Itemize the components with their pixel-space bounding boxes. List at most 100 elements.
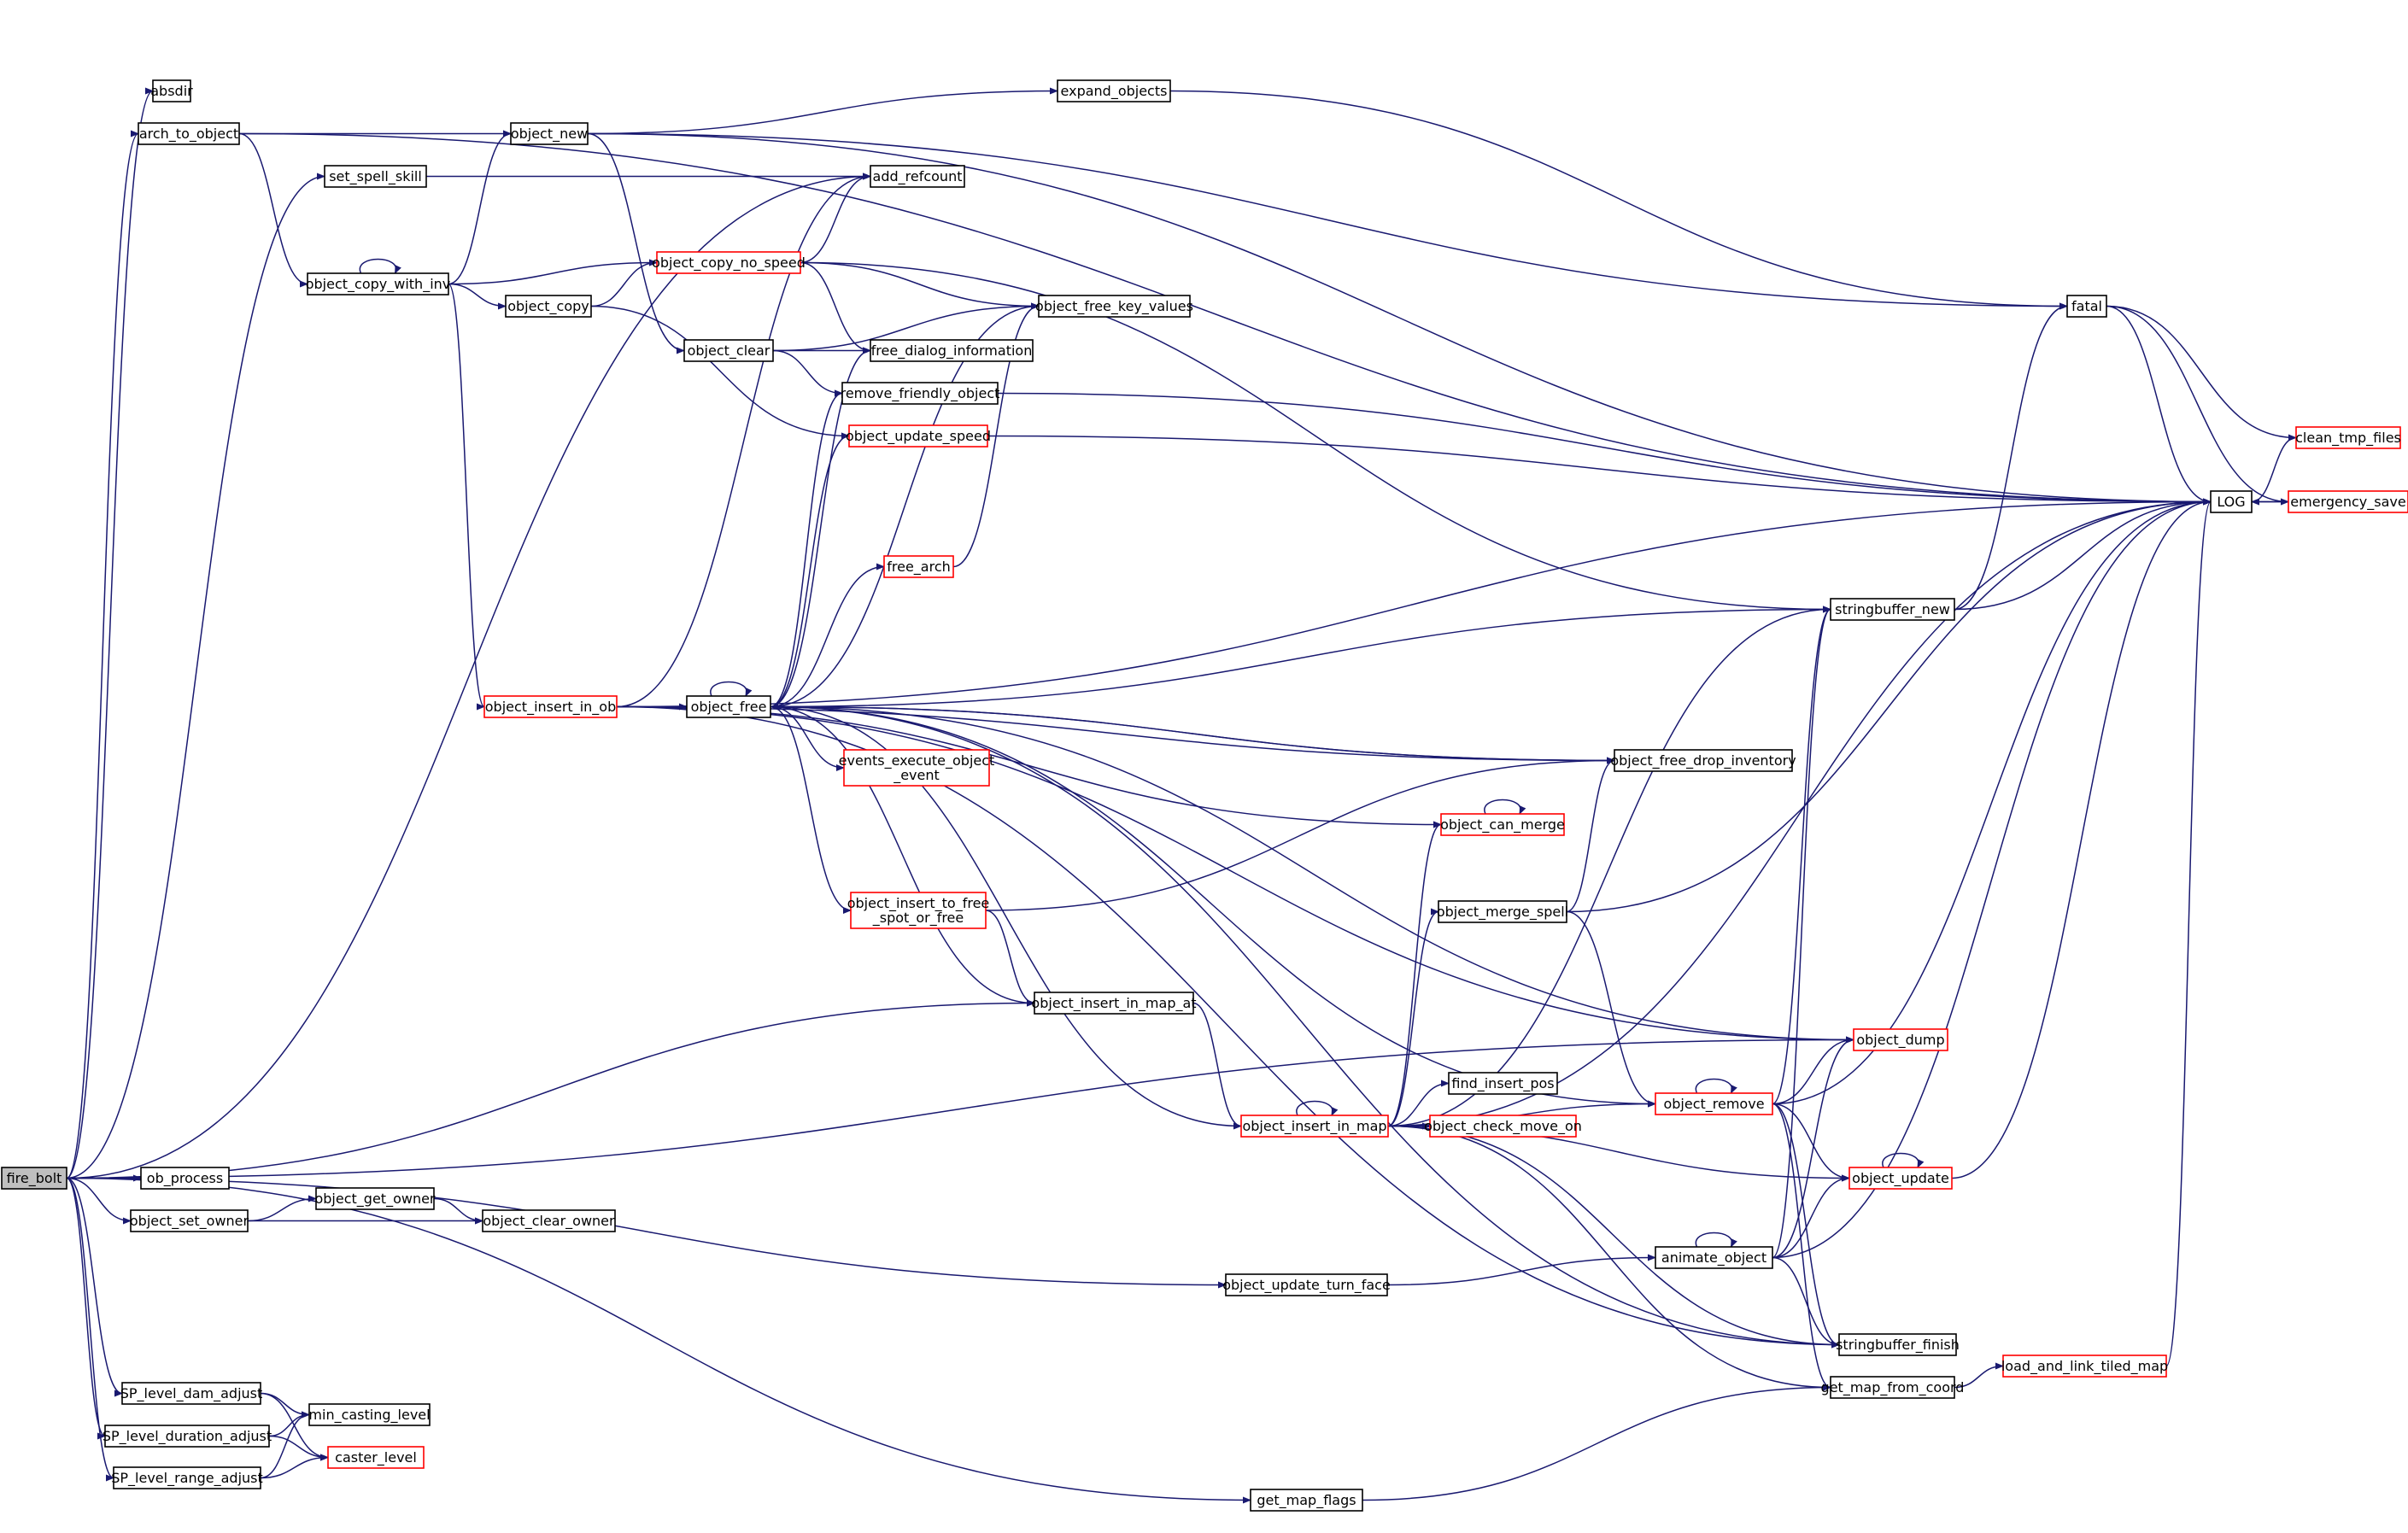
node-object-free-drop-inventory[interactable]: object_free_drop_inventory — [1610, 749, 1796, 772]
node-set-spell-skill[interactable]: set_spell_skill — [324, 165, 427, 188]
node-add-refcount[interactable]: add_refcount — [870, 165, 965, 188]
node-object-merge-spell[interactable]: object_merge_spell — [1437, 900, 1568, 923]
node-free-arch[interactable]: free_arch — [883, 555, 954, 578]
node-label: min_casting_level — [308, 1407, 430, 1424]
node-animate-object[interactable]: animate_object — [1655, 1246, 1773, 1269]
node-box — [1848, 1167, 1953, 1190]
edge-line — [772, 302, 1040, 352]
node-box — [1038, 295, 1191, 318]
edge-line — [590, 259, 658, 307]
node-object-update-turn-face[interactable]: object_update_turn_face — [1222, 1273, 1391, 1296]
edge-animate_object-to-stringbuffer_finish — [1772, 1256, 1840, 1349]
edge-object_free-to-object_free — [710, 681, 753, 697]
node-fatal[interactable]: fatal — [2066, 295, 2107, 318]
node-box — [1614, 749, 1793, 772]
edge-object_can_merge-to-object_can_merge — [1484, 799, 1526, 815]
node-object-update[interactable]: object_update — [1848, 1167, 1953, 1190]
node-find-insert-pos[interactable]: find_insert_pos — [1448, 1072, 1558, 1095]
node-clean-tmp-files[interactable]: clean_tmp_files — [2295, 426, 2401, 449]
edge-stringbuffer_new-to-fatal — [1954, 302, 2068, 611]
node-object-new[interactable]: object_new — [510, 122, 589, 145]
node-label: SP_level_dam_adjust — [120, 1385, 263, 1402]
node-caster-level[interactable]: caster_level — [327, 1446, 425, 1469]
edge-line — [66, 173, 325, 1179]
edge-object_remove-to-object_update — [1772, 1103, 1850, 1182]
node-events-execute-object-event[interactable]: events_execute_object_event — [839, 749, 995, 787]
node-free-dialog-information[interactable]: free_dialog_information — [870, 339, 1034, 362]
node-stringbuffer-new[interactable]: stringbuffer_new — [1830, 598, 1955, 621]
edge-object_copy_no_speed-to-object_free_key_values — [800, 261, 1040, 310]
node-box — [2002, 1355, 2167, 1378]
edge-line — [448, 130, 512, 285]
edge-line — [985, 757, 1615, 911]
edge-line — [1772, 1103, 1850, 1182]
node-object-dump[interactable]: object_dump — [1853, 1028, 1948, 1051]
node-sp-level-duration-adjust[interactable]: SP_level_duration_adjust — [103, 1425, 272, 1448]
node-remove-friendly-object[interactable]: remove_friendly_object — [841, 382, 1000, 405]
node-object-insert-to-free-spot-or-free[interactable]: object_insert_to_free_spot_or_free — [847, 892, 990, 929]
node-label: object_free_key_values — [1035, 298, 1193, 315]
node-object-copy[interactable]: object_copy — [505, 295, 592, 318]
edge-object_merge_spell-to-object_free_drop_inventory — [1566, 757, 1615, 913]
node-object-insert-in-ob[interactable]: object_insert_in_ob — [483, 695, 618, 718]
node-object-insert-in-map[interactable]: object_insert_in_map — [1240, 1115, 1389, 1138]
edge-object_copy_with_inv-to-object_new — [448, 130, 512, 285]
edge-line — [616, 498, 2212, 708]
edge-line — [260, 1411, 310, 1479]
node-object-get-owner[interactable]: object_get_owner — [314, 1187, 436, 1210]
edge-line — [590, 305, 850, 440]
node-object-clear[interactable]: object_clear — [683, 339, 774, 362]
edge-line — [1566, 757, 1615, 913]
edge-object_insert_in_map-to-stringbuffer_finish — [1387, 1125, 1840, 1349]
node-box — [2295, 426, 2401, 449]
node-object-copy-with-inv[interactable]: object_copy_with_inv — [306, 272, 451, 295]
node-label: emergency_save — [2290, 494, 2405, 511]
node-absdir[interactable]: absdir — [150, 79, 193, 102]
edge-fire_bolt-to-SP_level_range_adjust — [66, 1177, 114, 1482]
edge-line — [1695, 1232, 1737, 1248]
node-label: SP_level_range_adjust — [111, 1470, 263, 1487]
node-ob-process[interactable]: ob_process — [140, 1167, 230, 1190]
edge-object_insert_in_map-to-find_insert_pos — [1387, 1080, 1450, 1127]
node-object-remove[interactable]: object_remove — [1655, 1092, 1773, 1115]
node-object-free[interactable]: object_free — [686, 695, 771, 718]
node-arch-to-object[interactable]: arch_to_object — [138, 122, 240, 145]
edge-object_remove-to-get_map_from_coord — [1772, 1103, 1831, 1391]
node-object-set-owner[interactable]: object_set_owner — [130, 1209, 249, 1232]
edge-line — [952, 302, 1040, 568]
edge-object_remove-to-object_dump — [1772, 1036, 1854, 1105]
edge-line — [800, 261, 1040, 310]
edge-line — [616, 705, 1854, 1044]
node-object-update-speed[interactable]: object_update_speed — [846, 424, 991, 448]
edge-line — [260, 1454, 329, 1479]
node-box — [1225, 1273, 1388, 1296]
node-fire-bolt[interactable]: fire_bolt — [1, 1167, 67, 1190]
edge-line — [800, 173, 871, 264]
node-box — [307, 272, 449, 295]
node-log[interactable]: LOG — [2210, 490, 2253, 513]
node-object-copy-no-speed[interactable]: object_copy_no_speed — [652, 251, 806, 274]
edge-object_insert_in_ob-to-LOG — [616, 498, 2212, 708]
node-object-can-merge[interactable]: object_can_merge — [1440, 813, 1565, 836]
edge-line — [66, 1177, 132, 1225]
node-sp-level-dam-adjust[interactable]: SP_level_dam_adjust — [120, 1382, 263, 1405]
node-get-map-from-coord[interactable]: get_map_from_coord — [1821, 1376, 1965, 1399]
node-sp-level-range-adjust[interactable]: SP_level_range_adjust — [111, 1466, 263, 1489]
node-load-and-link-tiled-map[interactable]: load_and_link_tiled_map — [2001, 1355, 2168, 1378]
node-expand-objects[interactable]: expand_objects — [1057, 79, 1171, 102]
node-get-map-flags[interactable]: get_map_flags — [1250, 1489, 1363, 1512]
node-object-free-key-values[interactable]: object_free_key_values — [1035, 295, 1193, 318]
node-object-clear-owner[interactable]: object_clear_owner — [482, 1209, 616, 1232]
node-label: object_insert_to_free_spot_or_free — [847, 895, 990, 927]
edge-line — [238, 132, 2212, 506]
node-min-casting-level[interactable]: min_casting_level — [308, 1403, 431, 1426]
edge-line — [770, 705, 852, 914]
node-object-check-move-on[interactable]: object_check_move_on — [1424, 1115, 1582, 1138]
node-label: object_free — [691, 699, 767, 716]
node-object-insert-in-map-at[interactable]: object_insert_in_map_at — [1031, 992, 1197, 1015]
edge-line — [268, 1435, 329, 1461]
node-label: object_check_move_on — [1424, 1118, 1582, 1135]
edge-line — [1387, 908, 1439, 1127]
node-stringbuffer-finish[interactable]: stringbuffer_finish — [1836, 1333, 1960, 1356]
node-emergency-save[interactable]: emergency_save — [2288, 490, 2408, 513]
